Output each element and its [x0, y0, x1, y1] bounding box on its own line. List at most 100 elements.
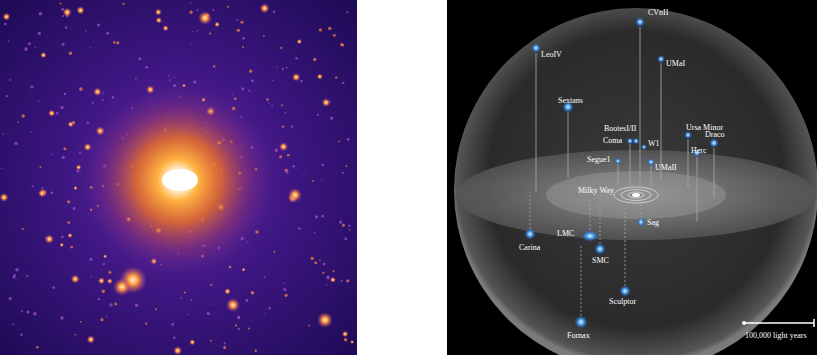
- subhalo: [323, 263, 326, 266]
- subhalo: [248, 327, 250, 329]
- subhalo: [168, 75, 169, 76]
- subhalo: [308, 325, 310, 327]
- subhalo: [38, 190, 46, 198]
- subhalo: [75, 334, 77, 336]
- subhalo: [314, 261, 317, 264]
- subhalo: [272, 80, 273, 81]
- subhalo: [113, 41, 116, 44]
- subhalo: [242, 46, 244, 48]
- subhalo: [102, 279, 103, 280]
- subhalo: [12, 324, 14, 326]
- subhalo: [273, 251, 275, 253]
- subhalo: [214, 22, 220, 28]
- subhalo: [264, 277, 265, 278]
- subhalo: [63, 147, 66, 150]
- subhalo: [62, 156, 65, 159]
- subhalo: [286, 67, 288, 69]
- subhalo: [333, 270, 335, 272]
- subhalo: [60, 3, 62, 5]
- subhalo: [71, 275, 80, 284]
- subhalo: [317, 114, 319, 116]
- subhalo: [163, 25, 169, 31]
- subhalo: [106, 316, 108, 318]
- subhalo: [300, 80, 303, 83]
- subhalo: [48, 110, 55, 117]
- galaxy-label: W1: [648, 139, 660, 149]
- galaxy-label: Draco: [705, 130, 725, 140]
- subhalo: [342, 331, 349, 338]
- subhalo: [237, 29, 240, 32]
- galaxy-label: Milky Way: [578, 186, 614, 196]
- subhalo: [191, 299, 192, 300]
- subhalo: [18, 121, 20, 123]
- subhalo: [21, 310, 23, 312]
- galaxy-label: CVnII: [648, 8, 668, 18]
- subhalo: [13, 276, 16, 279]
- galaxy-label: Carina: [519, 243, 540, 253]
- subhalo: [98, 298, 100, 300]
- subhalo: [242, 268, 246, 272]
- subhalo: [102, 99, 104, 101]
- subhalo: [312, 180, 314, 182]
- subhalo: [321, 164, 324, 167]
- subhalo: [67, 200, 70, 203]
- subhalo: [266, 98, 269, 101]
- subhalo: [348, 225, 350, 227]
- subhalo: [212, 9, 214, 11]
- subhalo: [303, 175, 304, 176]
- subhalo: [0, 193, 9, 202]
- subhalo: [67, 233, 72, 238]
- subhalo: [313, 58, 316, 61]
- subhalo: [207, 312, 210, 315]
- subhalo: [269, 307, 271, 309]
- subhalo: [90, 47, 91, 48]
- subhalo: [347, 138, 350, 141]
- subhalo: [189, 11, 192, 14]
- subhalo: [321, 180, 322, 181]
- subhalo: [190, 43, 191, 44]
- subhalo: [339, 221, 342, 224]
- subhalo: [277, 66, 278, 67]
- subhalo: [241, 21, 244, 24]
- subhalo: [273, 11, 275, 13]
- subhalo: [282, 125, 284, 127]
- subhalo: [322, 272, 324, 274]
- subhalo: [60, 316, 63, 319]
- subhalo: [326, 276, 330, 280]
- subhalo: [210, 304, 211, 305]
- subhalo: [70, 246, 73, 249]
- subhalo: [76, 6, 84, 14]
- subhalo: [174, 77, 175, 78]
- subhalo: [1, 168, 2, 169]
- subhalo: [40, 52, 46, 58]
- subhalo: [251, 79, 254, 82]
- subhalo: [235, 324, 237, 326]
- galaxy-label: UMaI: [666, 59, 685, 69]
- subhalo: [237, 316, 240, 319]
- subhalo: [80, 321, 82, 323]
- subhalo: [187, 314, 188, 315]
- subhalo: [39, 189, 47, 197]
- subhalo: [38, 32, 41, 35]
- subhalo: [338, 141, 340, 143]
- subhalo: [33, 312, 37, 316]
- subhalo: [30, 85, 33, 88]
- scale-label: 100,000 light years: [745, 331, 807, 341]
- subhalo: [344, 238, 347, 241]
- subhalo: [285, 294, 288, 297]
- subhalo: [145, 66, 148, 69]
- subhalo: [184, 292, 186, 294]
- subhalo: [291, 125, 293, 127]
- subhalo: [241, 87, 244, 90]
- subhalo: [45, 234, 54, 243]
- subhalo: [333, 34, 336, 37]
- subhalo: [342, 172, 344, 174]
- subhalo: [62, 43, 65, 46]
- subhalo: [342, 224, 345, 227]
- subhalo: [20, 334, 22, 336]
- subhalo: [317, 74, 323, 80]
- subhalo: [227, 6, 229, 8]
- subhalo: [30, 131, 32, 133]
- galaxy-label: Sag: [647, 218, 659, 228]
